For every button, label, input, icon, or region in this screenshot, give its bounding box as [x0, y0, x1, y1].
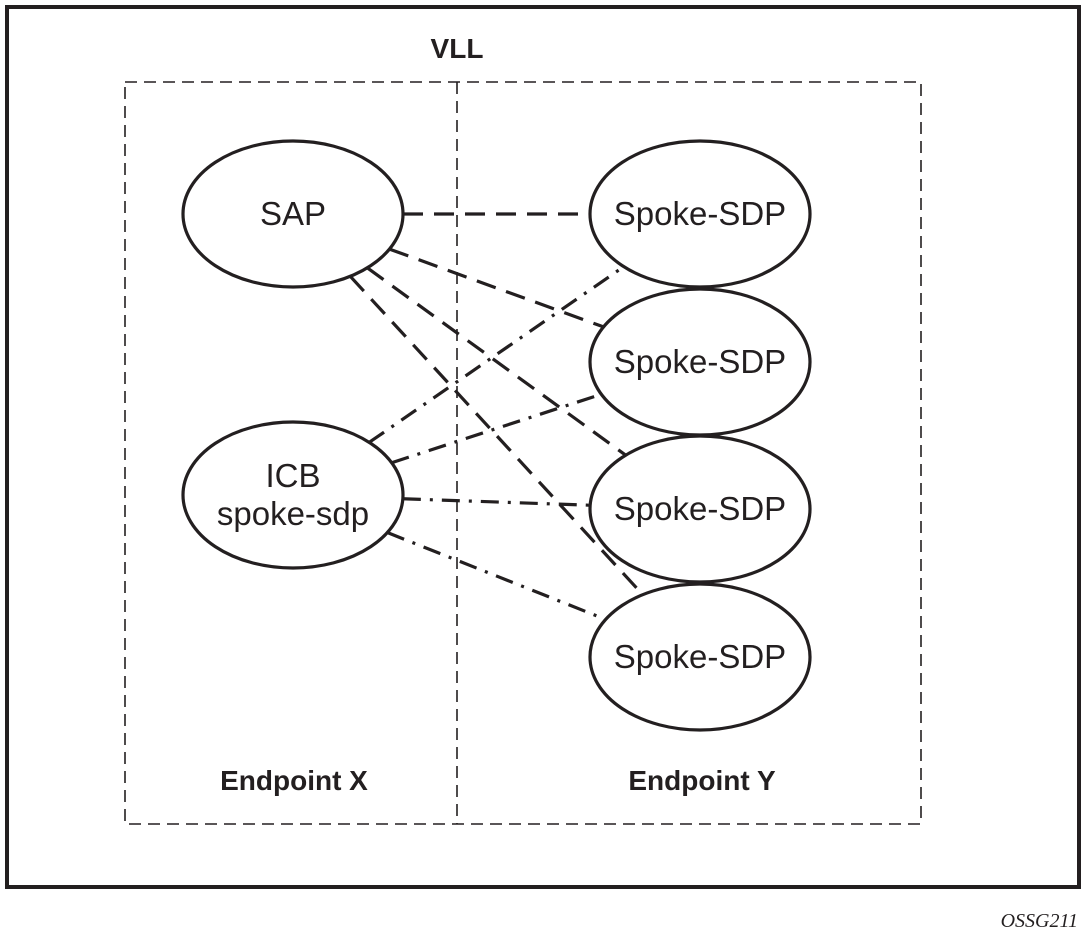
endpoint-x-label: Endpoint X: [220, 765, 368, 796]
edge-icb-sdp3: [402, 497, 591, 507]
node-sdp1: Spoke-SDP: [588, 139, 812, 289]
node-label: ICB: [265, 457, 320, 494]
node-label: Spoke-SDP: [614, 490, 786, 527]
endpoint-y-label: Endpoint Y: [628, 765, 776, 796]
outer-frame: [5, 5, 1081, 889]
edges: [349, 212, 644, 621]
vll-boundary: [124, 81, 922, 825]
node-sap: SAP: [181, 139, 405, 289]
edge-icb-sdp1: [368, 265, 625, 444]
node-shape: [588, 434, 812, 584]
node-sdp2: Spoke-SDP: [588, 287, 812, 437]
vll-title: VLL: [431, 33, 484, 64]
node-shape: [588, 582, 812, 732]
node-label: Spoke-SDP: [614, 195, 786, 232]
edge-icb-sdp4: [386, 531, 607, 621]
node-sdp4: Spoke-SDP: [588, 582, 812, 732]
node-label: spoke-sdp: [217, 495, 369, 532]
edge-sap-sdp4: [349, 275, 644, 596]
node-label: Spoke-SDP: [614, 343, 786, 380]
node-label: Spoke-SDP: [614, 638, 786, 675]
node-shape: [181, 420, 405, 570]
node-shape: [588, 139, 812, 289]
edge-sap-sdp3: [366, 266, 627, 457]
edge-icb-sdp2: [391, 392, 602, 465]
node-sdp3: Spoke-SDP: [588, 434, 812, 584]
figure-id: OSSG211: [1001, 910, 1078, 932]
node-label: SAP: [260, 195, 326, 232]
edge-sap-sdp2: [388, 247, 605, 329]
nodes: SAPICBspoke-sdpSpoke-SDPSpoke-SDPSpoke-S…: [181, 139, 812, 732]
node-shape: [181, 139, 405, 289]
